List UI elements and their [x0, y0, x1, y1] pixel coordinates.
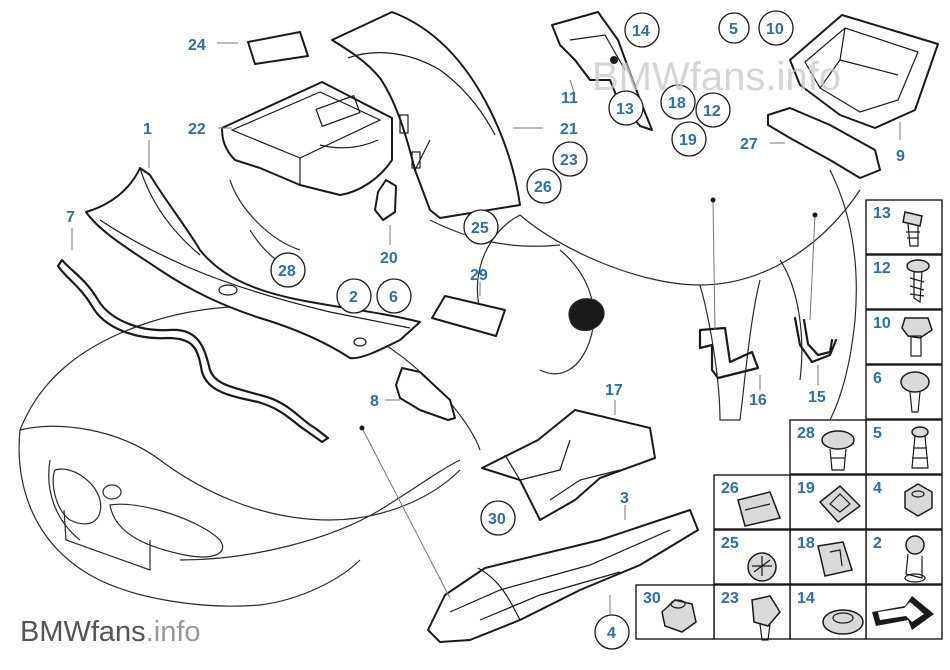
legend-label-30: 30 — [643, 590, 661, 607]
bracket-part-20 — [374, 179, 397, 221]
leader-lines — [71, 42, 901, 615]
watermark-suffix: .info — [146, 616, 201, 648]
legend-label-19: 19 — [797, 480, 815, 497]
label-16: 16 — [749, 392, 767, 409]
legend-label-18: 18 — [797, 535, 815, 552]
fastener-legend: 13 12 10 6 28 5 26 19 4 25 18 2 30 23 14 — [635, 199, 943, 641]
watermark-brand: BMWfans — [20, 616, 146, 648]
label-12: 12 — [703, 103, 721, 120]
legend-label-2: 2 — [873, 535, 882, 552]
label-17: 17 — [605, 382, 623, 399]
label-14: 14 — [632, 23, 650, 40]
bracket-wire-part-16 — [698, 326, 760, 380]
label-11: 11 — [561, 90, 578, 107]
bracket-wire-part-15 — [793, 316, 838, 364]
clip-18-icon — [817, 541, 853, 577]
label-18: 18 — [668, 95, 686, 112]
legend-label-6: 6 — [873, 370, 882, 387]
shroud-part-21 — [331, 11, 521, 219]
watermark-top: BMWfans.info — [592, 55, 841, 99]
push-rivet-6-icon — [900, 371, 930, 413]
duct-part-8 — [395, 367, 456, 421]
label-rings — [270, 10, 794, 650]
label-25: 25 — [471, 220, 489, 237]
legend-label-12: 12 — [873, 260, 891, 277]
legend-label-23: 23 — [721, 590, 739, 607]
storage-box-part-9 — [789, 14, 939, 129]
push-rivet-28-icon — [821, 430, 855, 471]
label-19: 19 — [679, 132, 697, 149]
label-13: 13 — [616, 101, 634, 118]
label-9: 9 — [896, 148, 905, 165]
label-23: 23 — [560, 152, 578, 169]
channel-part-27 — [767, 107, 881, 179]
legend-label-4: 4 — [873, 480, 882, 497]
clip-26-icon — [737, 491, 782, 527]
clip-13-icon — [902, 211, 923, 247]
label-20: 20 — [380, 250, 398, 267]
arrow-icon — [872, 596, 934, 630]
legend-label-14: 14 — [797, 590, 815, 607]
label-3: 3 — [620, 490, 629, 507]
legend-cell-6 — [865, 364, 943, 420]
label-2: 2 — [349, 289, 358, 306]
tray-part-22 — [221, 81, 393, 196]
label-6: 6 — [389, 289, 398, 306]
legend-label-13: 13 — [873, 205, 891, 222]
nut-30-icon — [661, 599, 697, 633]
legend-cell-12 — [865, 254, 943, 310]
cowl-panel-part-1 — [85, 167, 421, 360]
push-rivet-5-icon — [911, 426, 929, 469]
legend-label-10: 10 — [873, 315, 891, 332]
label-8: 8 — [370, 393, 379, 410]
underbody-shield-part-3 — [427, 509, 699, 643]
bolt-10-icon — [901, 317, 933, 357]
part-labels: 1 7 24 22 20 21 29 8 17 3 11 27 9 16 15 … — [66, 21, 905, 642]
clip-25-icon — [747, 552, 777, 582]
label-29: 29 — [470, 267, 488, 284]
legend-label-25: 25 — [721, 535, 739, 552]
watermark-bottom: BMWfans.info — [20, 616, 201, 648]
legend-label-5: 5 — [873, 425, 882, 442]
label-27: 27 — [740, 136, 758, 153]
screw-12-icon — [906, 259, 930, 304]
legend-cell-13 — [865, 199, 943, 255]
screw-23-icon — [751, 595, 781, 641]
label-30: 30 — [488, 511, 506, 528]
label-24: 24 — [188, 37, 206, 54]
nut-4-icon — [904, 483, 933, 517]
label-5: 5 — [729, 21, 738, 38]
label-7: 7 — [66, 209, 75, 226]
car-body-outline — [18, 169, 861, 607]
label-1: 1 — [143, 121, 152, 138]
pad-part-24 — [247, 31, 309, 65]
label-26: 26 — [534, 179, 552, 196]
label-4: 4 — [607, 625, 616, 642]
seal-strip-part-7 — [56, 258, 330, 444]
label-28: 28 — [278, 263, 296, 280]
legend-cell-2 — [865, 529, 943, 585]
clip-19-icon — [818, 484, 862, 524]
grommet-14-icon — [822, 609, 864, 635]
rivet-2-icon — [904, 535, 926, 583]
cover-part-29 — [431, 295, 506, 337]
legend-label-28: 28 — [797, 425, 815, 442]
label-21: 21 — [560, 121, 578, 138]
label-15: 15 — [808, 389, 826, 406]
legend-label-26: 26 — [721, 480, 739, 497]
underbody-tray-part-17 — [481, 409, 656, 521]
label-10: 10 — [766, 21, 784, 38]
label-22: 22 — [188, 121, 206, 138]
